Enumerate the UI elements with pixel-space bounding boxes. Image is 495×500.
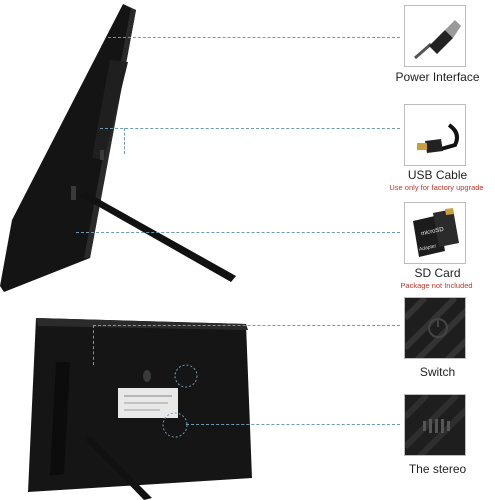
power-label: Power Interface	[395, 70, 480, 84]
stereo-thumbnail	[404, 394, 466, 456]
dc-power-plug-icon	[414, 20, 461, 60]
frame-back-top-edge	[36, 318, 248, 330]
sd-thumbnail: microSD Adapter	[404, 202, 466, 264]
mini-usb-plug-icon	[417, 123, 459, 153]
frame-back-side-wall	[50, 362, 70, 476]
hanging-hole	[143, 370, 151, 382]
switch-thumbnail	[404, 297, 466, 359]
sd-label: SD Card	[414, 266, 461, 280]
power-thumbnail	[404, 5, 466, 67]
switch-leader-drop	[93, 325, 94, 365]
sd-note: Package not Included	[400, 281, 473, 290]
sd-leader-line	[76, 232, 400, 233]
frame-side-view	[0, 4, 236, 292]
frame-side-body	[0, 4, 136, 292]
speaker-grille-icon	[405, 395, 465, 455]
frame-back-view	[28, 318, 252, 500]
switch-leader-line	[93, 325, 400, 326]
usb-label: USB Cable	[407, 168, 468, 182]
switch-callout-circle	[174, 364, 198, 388]
usb-port-slot	[100, 150, 104, 160]
power-leader-line	[108, 37, 400, 38]
micro-sd-card-icon	[413, 208, 459, 257]
back-view-stand	[84, 436, 152, 500]
usb-leader-drop	[124, 128, 125, 154]
sd-card-slot	[71, 186, 76, 200]
frame-stand	[80, 192, 236, 282]
switch-label: Switch	[419, 365, 456, 379]
frame-back-ridge	[92, 60, 128, 160]
speaker-callout-circle	[162, 412, 188, 438]
usb-note: Use only for factory upgrade	[389, 183, 484, 192]
usb-leader-line	[100, 128, 400, 129]
speaker-leader-line	[186, 424, 400, 425]
stereo-label: The stereo	[408, 462, 467, 476]
power-switch-icon	[405, 298, 465, 358]
usb-thumbnail	[404, 104, 466, 166]
